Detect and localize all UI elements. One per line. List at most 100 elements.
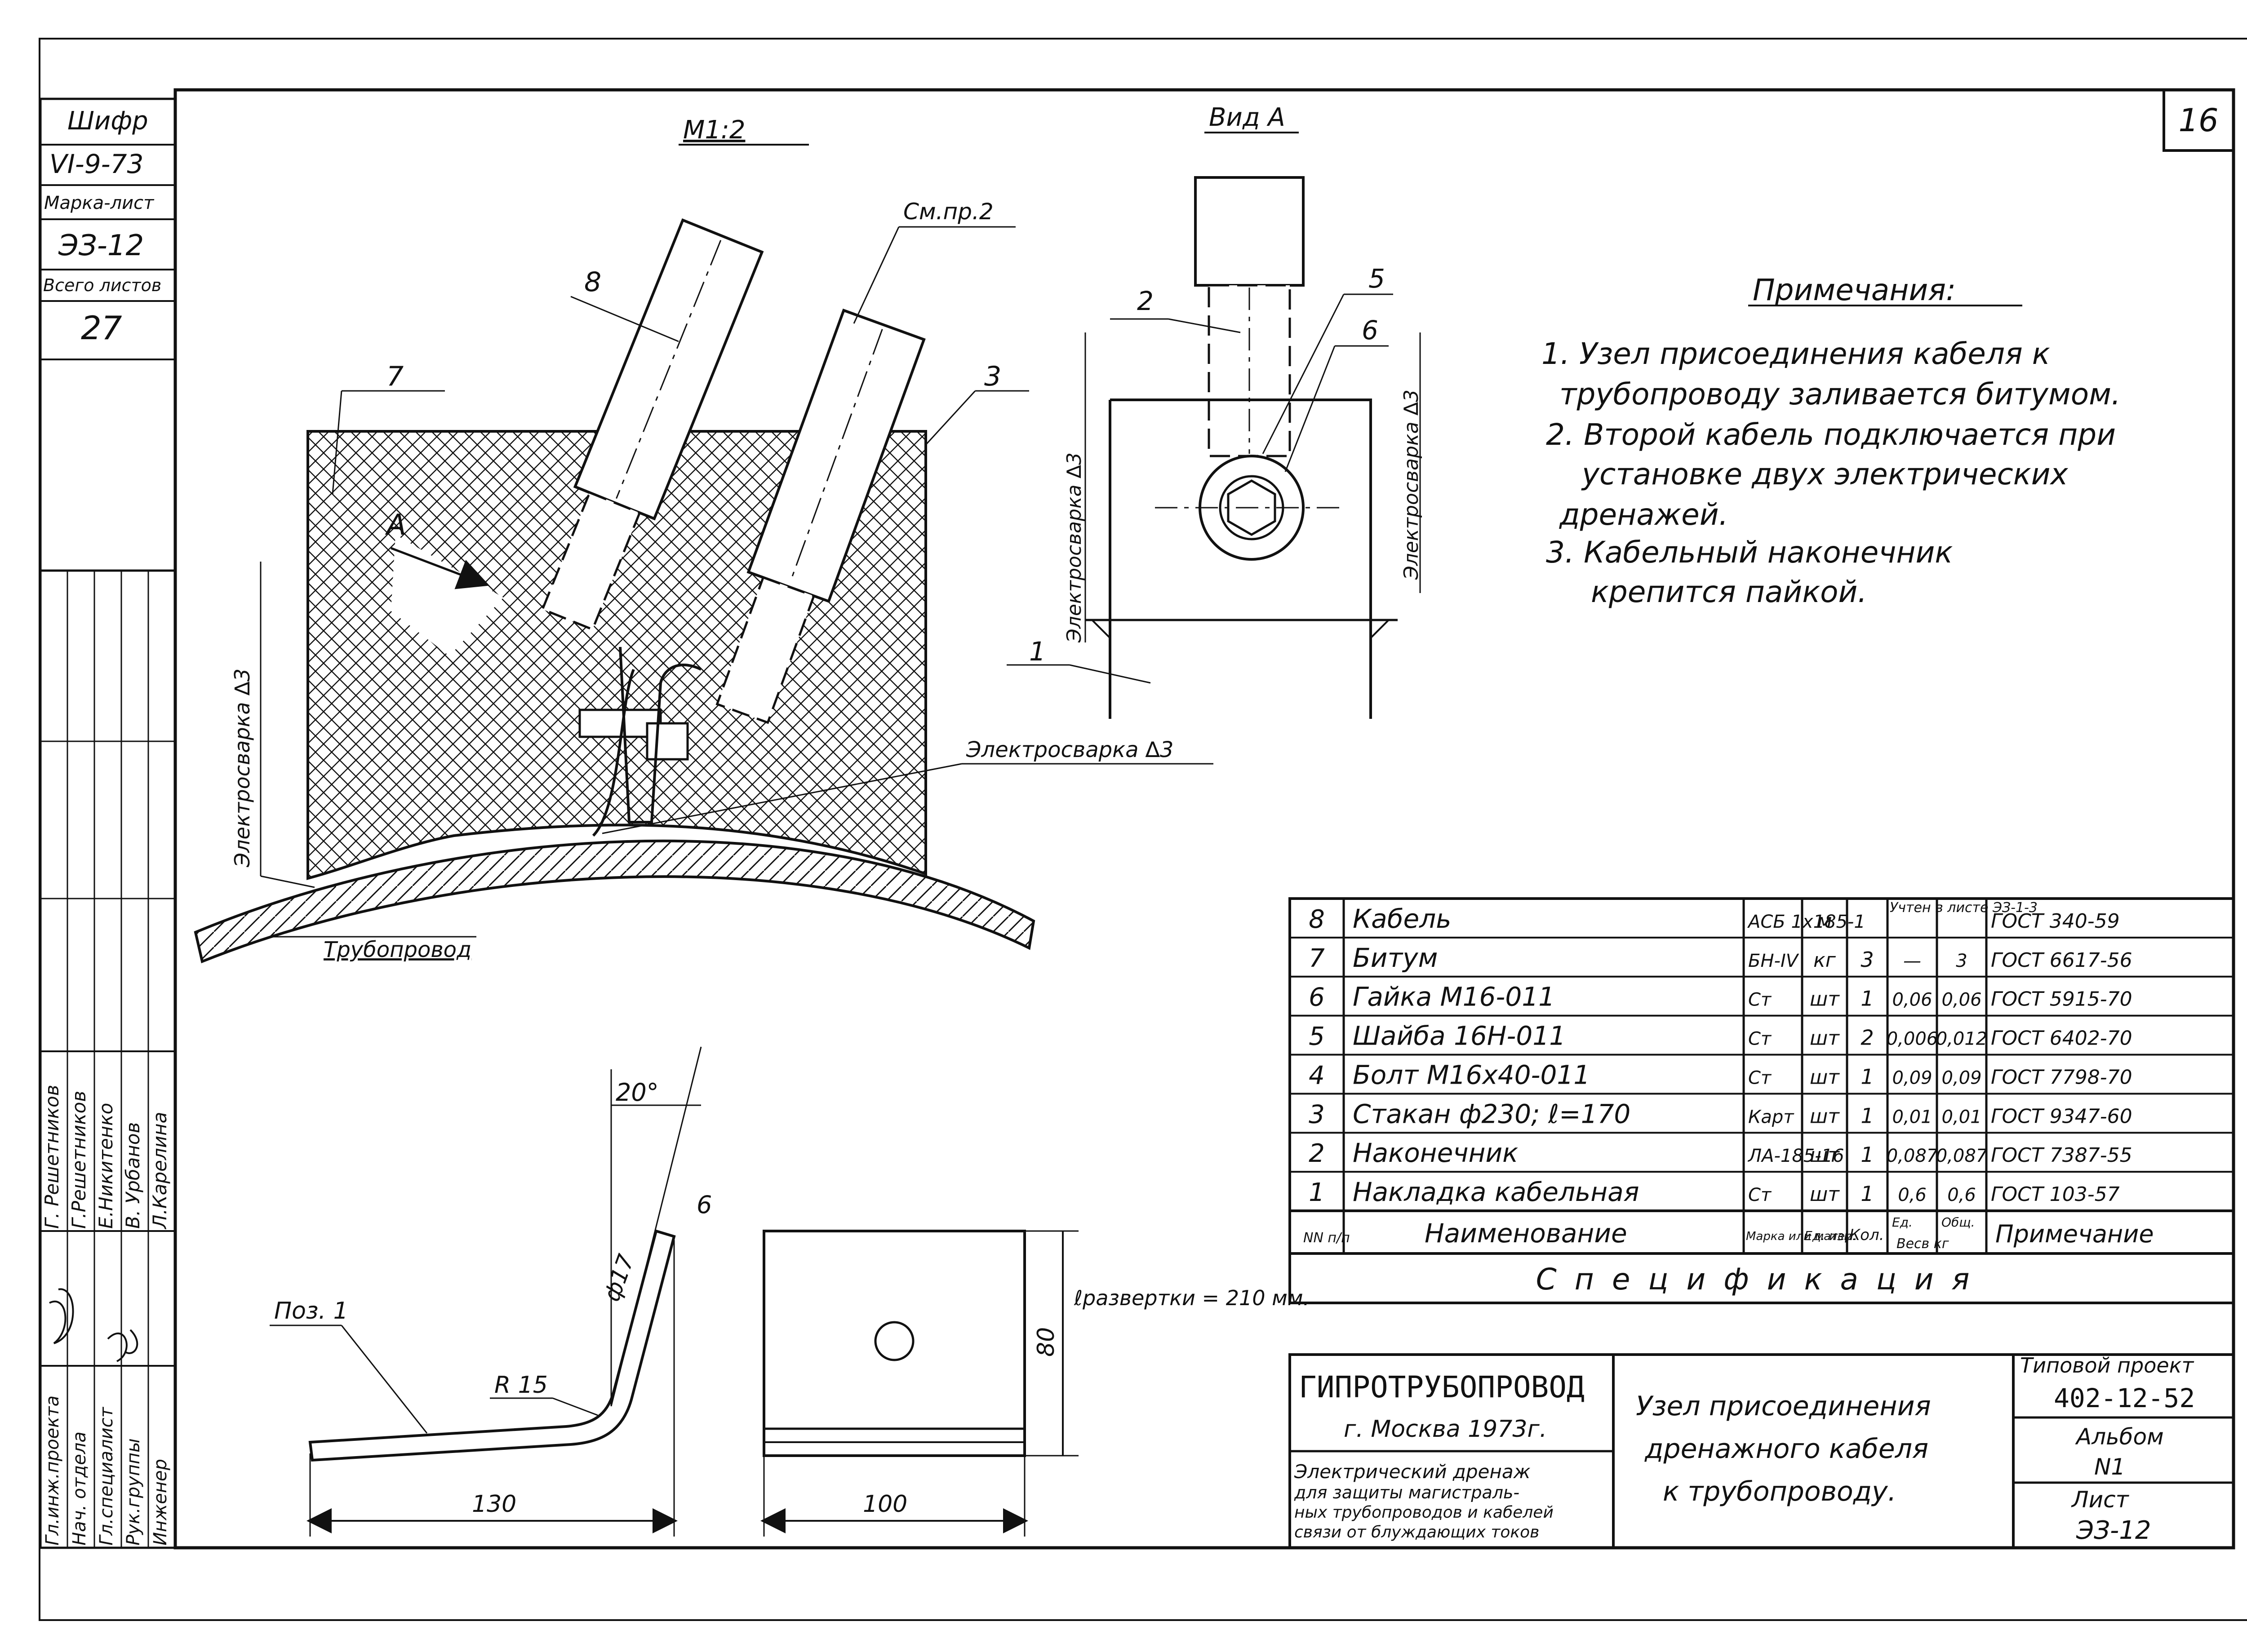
note-line: установке двух электрических: [1581, 457, 2068, 492]
sheet-number: 16: [2178, 102, 2218, 139]
spec-cell-unit: шт: [1810, 1027, 1840, 1050]
notes-title: Примечания:: [1753, 273, 1956, 307]
approval-role: Рук.группы: [123, 1438, 144, 1546]
detail-pos1: Поз. 1 R 15 20° 6 ф17 130 100 80 ℓразвер…: [270, 1046, 1310, 1537]
plate-hole: [874, 1321, 915, 1361]
hole-dia-label: ф17: [599, 1251, 639, 1305]
note-line: трубопроводу заливается битумом.: [1559, 377, 2121, 412]
sheet-label: Лист: [2071, 1487, 2130, 1513]
spec-cell-name: Гайка М16-011: [1353, 982, 1555, 1012]
spec-cell-name: Наконечник: [1353, 1138, 1518, 1168]
spec-cell-unit: шт: [1810, 1144, 1840, 1167]
drawing-title: Узел присоединения: [1636, 1391, 1931, 1422]
drawing-title: к трубопроводу.: [1663, 1476, 1896, 1507]
project-number: 402-12-52: [2054, 1383, 2195, 1413]
marka-value: ЭЗ-12: [58, 229, 144, 262]
spec-cell-unit: кг: [1813, 949, 1836, 972]
approval-role: Гл.инж.проекта: [42, 1395, 63, 1546]
note-line: 3. Кабельный наконечник: [1546, 535, 1953, 570]
spec-cell-n: 3: [1309, 1100, 1325, 1129]
approval-name: В. Урбанов: [122, 1122, 144, 1229]
cable-end: [1194, 176, 1305, 287]
callout-1: 1: [1029, 636, 1046, 667]
cable-lug-bracket: [619, 647, 702, 824]
approval-name: Г.Решетников: [68, 1091, 90, 1229]
vsego-value: 27: [81, 309, 122, 347]
spec-cell-name: Стакан ф230; ℓ=170: [1353, 1098, 1630, 1129]
spec-cell-ed: —: [1903, 951, 1921, 971]
view-a-title: Вид А: [1209, 103, 1285, 132]
cup-body: [1109, 399, 1372, 719]
spec-cell-note: ГОСТ 5915-70: [1991, 988, 2132, 1011]
note-line: 2. Второй кабель подключается при: [1546, 417, 2116, 452]
spec-cell-mat: БН-IV: [1748, 951, 1799, 971]
spec-cell-obsh: 0,01: [1941, 1107, 1981, 1127]
city-year: г. Москва 1973г.: [1344, 1416, 1547, 1443]
spec-cell-mat: АСБ 1х185-1: [1747, 912, 1865, 932]
spec-cell-note: ГОСТ 7798-70: [1991, 1066, 2132, 1089]
spec-cell-note: ГОСТ 9347-60: [1991, 1105, 2132, 1128]
spec-cell-qty: 3: [1861, 948, 1874, 972]
spec-cell-obsh: 0,06: [1941, 990, 1981, 1010]
spec-cell-ed: 0,01: [1892, 1107, 1932, 1127]
approval-role: Инженер: [150, 1459, 171, 1546]
spec-cell-name: Шайба 16Н-011: [1353, 1021, 1566, 1051]
desc-line: для защиты магистраль-: [1294, 1483, 1519, 1502]
spec-cell-unit: шт: [1810, 1105, 1840, 1128]
scale-label: М1:2: [683, 115, 745, 145]
spec-cell-ed: 0,09: [1892, 1067, 1932, 1088]
callout-3: 3: [984, 361, 1001, 392]
spec-cell-qty: 1: [1861, 1143, 1874, 1167]
pipeline-label: Трубопровод: [324, 937, 471, 962]
plate-profile: [308, 1229, 676, 1462]
spec-header-obsh: Общ.: [1941, 1215, 1975, 1230]
spec-cell-unit: шт: [1810, 1066, 1840, 1089]
spec-cell-name: Болт М16х40-011: [1353, 1059, 1590, 1090]
height-dim: 80: [1033, 1327, 1060, 1357]
pos-label: Поз. 1: [274, 1298, 348, 1324]
weld-label-view-left: Электросварка ∆3: [1063, 452, 1086, 643]
width-dim: 100: [863, 1491, 907, 1518]
spec-cell-n: 1: [1309, 1178, 1325, 1207]
callout-6: 6: [1362, 315, 1378, 345]
spec-cell-n: 7: [1309, 944, 1325, 973]
see-note-label: См.пр.2: [903, 199, 994, 225]
approval-name: Е.Никитенко: [95, 1103, 117, 1229]
title-block: ГИПРОТРУБОПРОВОД г. Москва 1973г. Электр…: [1288, 1353, 2235, 1549]
weld-label-view-right: Электросварка ∆3: [1400, 390, 1423, 580]
spec-header-unit: Ед. изм.: [1804, 1228, 1857, 1243]
spec-cell-unit: шт: [1810, 988, 1840, 1011]
spec-cell-qty: 1: [1861, 987, 1874, 1011]
spec-caption: Спецификация: [1536, 1262, 1988, 1297]
callout-2: 2: [1137, 286, 1154, 316]
note-line: дренажей.: [1559, 497, 1728, 532]
spec-header-ed: Ед.: [1892, 1215, 1913, 1230]
spec-cell-mat: Ст: [1748, 1067, 1772, 1088]
spec-cell-obsh: 0,087: [1936, 1146, 1988, 1166]
callout-5: 5: [1368, 263, 1385, 294]
spec-cell-unit: м: [1817, 910, 1832, 933]
spec-header-nn: NN п/п: [1303, 1230, 1350, 1246]
drawing-title: дренажного кабеля: [1644, 1433, 1928, 1465]
marka-label: Марка-лист: [44, 193, 155, 213]
nut: [646, 722, 689, 761]
spec-cell-name: Накладка кабельная: [1353, 1177, 1639, 1207]
spec-cell-obsh: 0,6: [1947, 1185, 1976, 1205]
callout-8: 8: [584, 266, 601, 298]
view-arrow: [391, 547, 490, 589]
approval-name: Г. Решетников: [41, 1085, 63, 1229]
spec-cell-name: Битум: [1353, 943, 1438, 973]
note-line: 1. Узел присоединения кабеля к: [1541, 337, 2050, 371]
callout-7: 7: [386, 361, 404, 392]
signature-mark: [49, 1288, 74, 1344]
spec-cell-n: 8: [1309, 905, 1325, 934]
view-a: Вид А 2 5 6 1 Электросварка ∆3 Электросв…: [1007, 103, 1423, 719]
project-label: Типовой проект: [2020, 1353, 2194, 1377]
